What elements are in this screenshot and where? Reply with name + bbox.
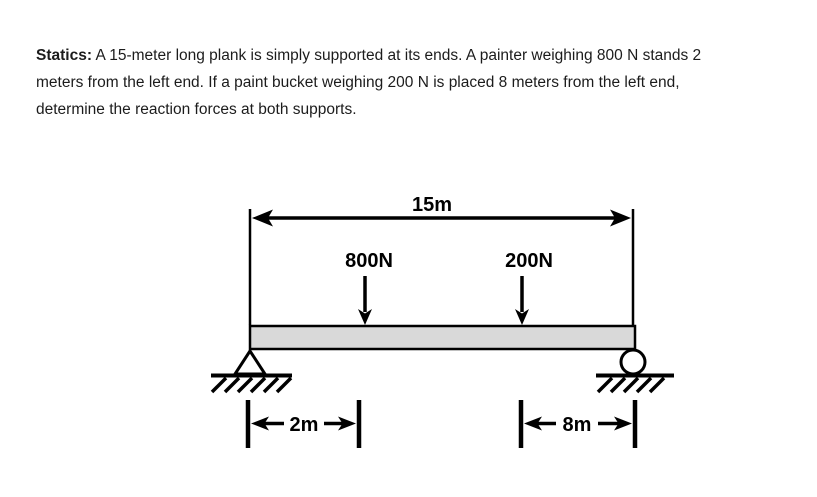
problem-line-2: meters from the left end. If a paint buc…	[36, 74, 680, 91]
painter-force-arrow: 800N	[345, 250, 393, 325]
problem-line-1: Statics: A 15-meter long plank is simply…	[36, 42, 701, 69]
problem-line-3: determine the reaction forces at both su…	[36, 101, 357, 118]
offset-dimension-8m: 8m	[518, 400, 638, 448]
roller-support-icon	[596, 348, 674, 394]
beam	[248, 324, 637, 351]
bucket-force-label: 200N	[505, 250, 553, 272]
arrowhead-left-icon	[252, 209, 273, 227]
arrowhead-down-icon	[358, 309, 372, 325]
arrowhead-right-icon	[614, 416, 632, 431]
left-offset-label: 2m	[290, 414, 319, 436]
bucket-force-arrow: 200N	[505, 250, 553, 325]
problem-line-1-text: A 15-meter long plank is simply supporte…	[92, 47, 702, 64]
arrowhead-left-icon	[251, 416, 269, 431]
problem-statement: Statics: A 15-meter long plank is simply…	[36, 42, 701, 123]
right-offset-label: 8m	[563, 414, 592, 436]
pin-support-icon	[210, 348, 293, 394]
arrowhead-down-icon	[515, 309, 529, 325]
roller-circle	[619, 348, 647, 376]
offset-dimension-2m: 2m	[245, 400, 362, 448]
span-dimension-label: 15m	[412, 194, 452, 216]
ground-hatching-right	[596, 376, 666, 394]
arrowhead-right-icon	[610, 209, 631, 227]
problem-topic-label: Statics:	[36, 47, 92, 64]
span-dimension-15m: 15m	[248, 194, 635, 325]
arrowhead-left-icon	[524, 416, 542, 431]
painter-force-label: 800N	[345, 250, 393, 272]
ground-hatching-left	[210, 376, 293, 394]
pin-triangle	[232, 348, 268, 376]
arrowhead-right-icon	[338, 416, 356, 431]
